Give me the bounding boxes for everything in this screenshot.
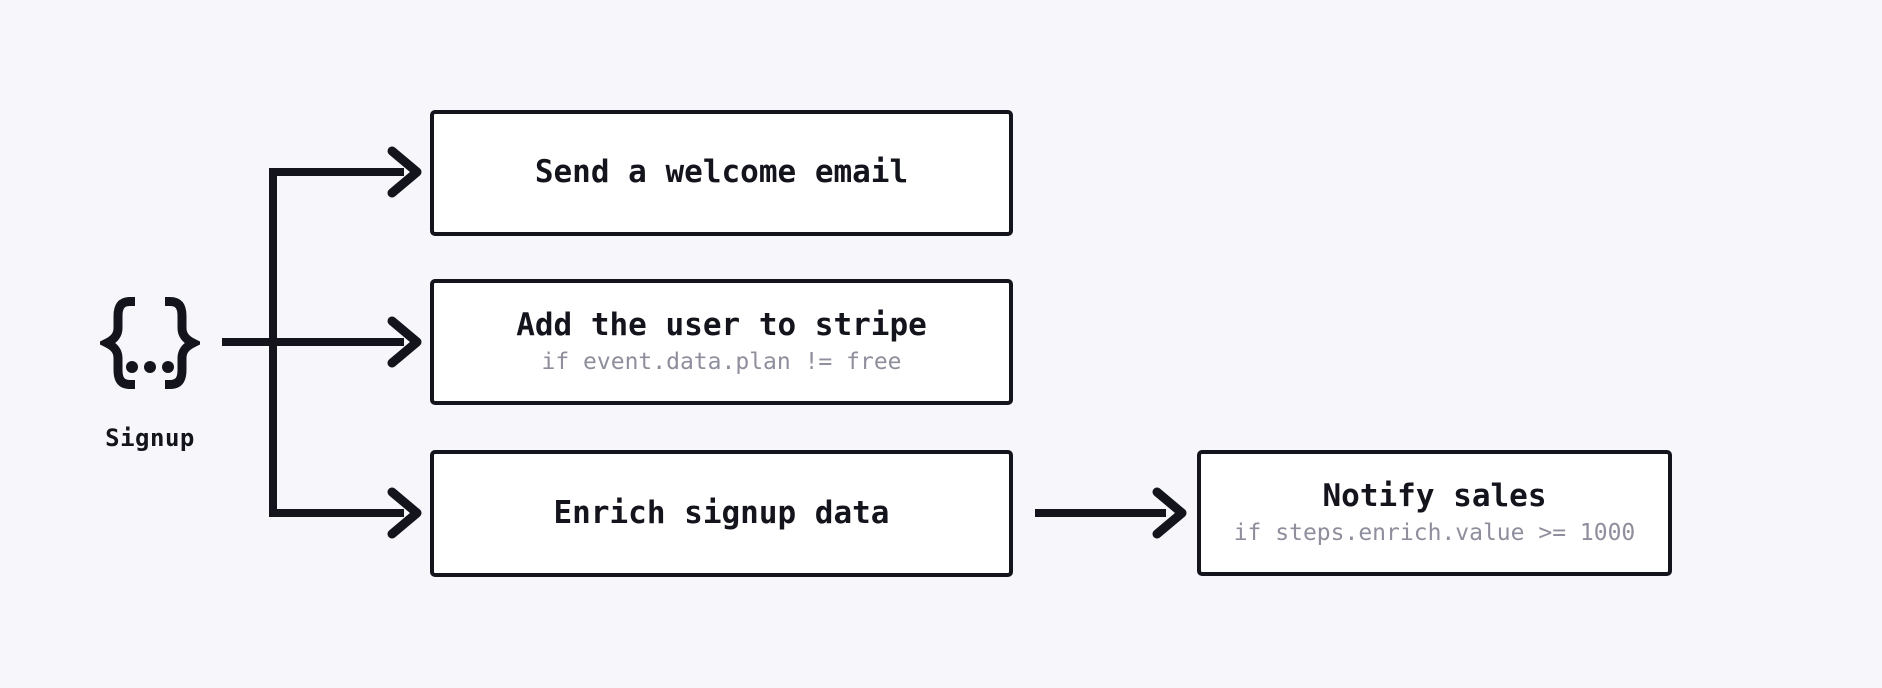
step-title: Send a welcome email [534,154,909,191]
step-title: Add the user to stripe [516,307,927,344]
step-node-send-welcome-email: Send a welcome email [430,110,1013,236]
arrowhead-to-notify-sales [1152,487,1187,539]
arrowhead-to-welcome-email [387,146,422,198]
step-title: Notify sales [1322,478,1547,515]
step-node-add-user-to-stripe: Add the user to stripe if event.data.pla… [430,279,1013,405]
branch-lines [269,168,404,517]
arrowhead-to-enrich [387,487,422,539]
step-title: Enrich signup data [553,494,890,531]
step-condition: if event.data.plan != free [541,349,902,376]
step-node-notify-sales: Notify sales if steps.enrich.value >= 10… [1197,450,1672,576]
arrowhead-to-stripe [387,316,422,368]
step-node-enrich-signup-data: Enrich signup data [430,450,1013,577]
curly-braces-event-icon [96,296,204,390]
step-condition: if steps.enrich.value >= 1000 [1233,520,1636,547]
trigger-label: Signup [105,424,195,452]
